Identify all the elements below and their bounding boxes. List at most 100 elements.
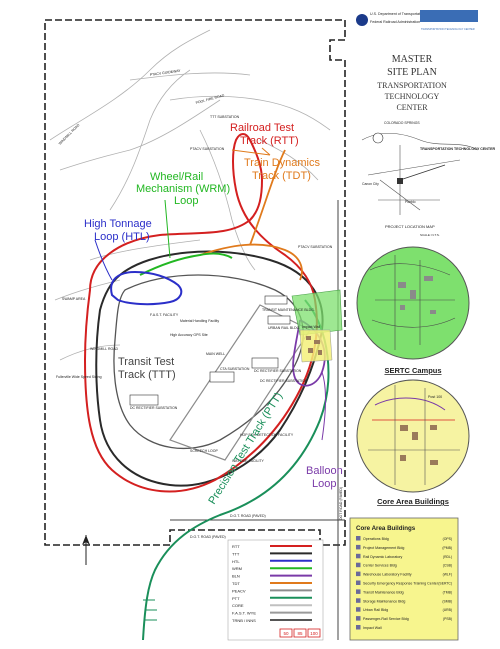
core-buildings-table: Core Area Buildings — [349, 517, 459, 641]
scale-label-3: 100 — [310, 631, 318, 636]
core-zone — [299, 329, 333, 363]
label-windmill-a: WINDMILL ROAD — [58, 123, 81, 146]
balloon-label-line2: Loop — [312, 478, 336, 490]
htl-label-line1: High Tonnage — [84, 218, 152, 230]
rtt-label-line1: Railroad Test — [230, 122, 294, 134]
label-material-handling: Material Handling Facility — [180, 319, 219, 323]
balloon-pointer — [321, 371, 326, 441]
scale-label-1: 50 — [283, 631, 289, 636]
label-hop-box: HOP BOX DETECTION FACILITY — [240, 433, 294, 437]
core-post: Post 100 — [428, 395, 442, 399]
label-swamp-area: SWAMP AREA — [62, 297, 86, 301]
tdt-label-line2: Track (TDT) — [252, 170, 311, 182]
tdt-pointer — [231, 147, 271, 156]
core-building-code: (SERTC) — [438, 582, 452, 586]
dot-header: U.S. Department of Transportation Federa… — [356, 10, 478, 31]
tdt-label-line1: Train Dynamics — [244, 157, 320, 169]
core-building-marker — [356, 536, 361, 541]
core-building-code: (OPS) — [443, 537, 452, 541]
label-dc-rectifier-2: DC RECTIFIER SUBSTATION — [254, 369, 302, 373]
legend-abbr: WRM — [232, 566, 242, 571]
site-boundary — [44, 19, 346, 546]
loc-canon-city: Canon City — [362, 182, 379, 186]
loc-colorado-springs: COLORADO SPRINGS — [384, 121, 420, 125]
ttt-label-line2: Track (TTT) — [118, 369, 176, 381]
sertc-inset: SERTC Campus — [356, 246, 470, 375]
title-line5: CENTER — [396, 103, 428, 112]
wrm-pointer — [164, 199, 171, 259]
label-ptacv-substation-2: PTACV SUBSTATION — [298, 245, 333, 249]
rtt-track — [83, 133, 318, 493]
north-arrow-icon — [82, 535, 90, 565]
core-building-code: (PSB) — [443, 617, 452, 621]
title-line3: TRANSPORTATION — [377, 81, 447, 90]
label-wayside: WAYSIDE FACILITY — [232, 459, 265, 463]
label-ptacv-substation: PTACV SUBSTATION — [190, 147, 225, 151]
legend-abbr: BLN — [232, 574, 240, 579]
core-building-marker — [356, 589, 361, 594]
label-dot-road: D.O.T. ROAD (PAVED) — [230, 514, 266, 518]
scale-label-2: 85 — [297, 631, 303, 636]
loc-caption: PROJECT LOCATION MAP — [385, 224, 435, 229]
wrm-label-line3: Loop — [174, 195, 198, 207]
core-building-name: Transit Maintenance Bldg — [363, 590, 404, 594]
title-line1: MASTER — [392, 54, 433, 65]
core-building-name: Center Services Bldg — [363, 564, 397, 568]
legend-abbr: TTT — [232, 551, 240, 556]
legend-abbr: HTL — [232, 559, 240, 564]
ptt-ties — [143, 599, 157, 621]
core-building-name: Project Management Bldg — [363, 546, 404, 550]
core-building-name: Rail Dynamic Laboratory — [363, 555, 403, 559]
core-building-marker — [356, 580, 361, 585]
ptt-label: Precision Test Track (PTT) — [206, 391, 285, 507]
legend-abbr: PEACV — [232, 588, 246, 593]
wrm-label-line2: Mechanism (WRM) — [136, 183, 230, 195]
balloon-label-line1: Balloon — [306, 465, 343, 477]
legend-abbr: TDT — [232, 581, 240, 586]
location-map: COLORADO SPRINGS TRANSPORTATION TECHNOLO… — [361, 121, 495, 237]
label-dc-rectifier-3: DC RECTIFIER SUBSTATION — [260, 379, 308, 383]
label-cta-substation: CTA SUBSTATION — [220, 367, 250, 371]
label-pool-fire: POOL FIRE ROAD — [195, 93, 225, 105]
label-urban-rail: URBAN RAIL BLDG. — [268, 326, 300, 330]
label-ptacv-guideway: PTACV GUIDEWAY — [150, 69, 182, 77]
core-building-marker — [356, 571, 361, 577]
loc-ttc: TRANSPORTATION TECHNOLOGY CENTER — [420, 147, 495, 151]
loc-pueblo: Pueblo — [405, 200, 416, 204]
legend-abbr: RTT — [232, 544, 240, 549]
core-area-caption: Core Area Buildings — [377, 497, 449, 506]
label-dot-road-2: D.O.T. ROAD (PAVED) — [190, 535, 226, 539]
loc-scale: SCALE: N.T.S. — [420, 233, 440, 237]
core-building-name: Impact Wall — [363, 626, 382, 630]
core-building-code: (RDL) — [443, 555, 452, 559]
label-high-acc-gps: High Accuracy GPS Site — [170, 333, 208, 337]
dot-line2: Federal Railroad Administration — [370, 20, 420, 24]
label-fullerville: Fullerville Wide Speed Siding — [56, 375, 102, 379]
core-buildings — [306, 336, 322, 355]
wrm-track — [139, 252, 233, 276]
core-building-code: (WLF) — [443, 573, 452, 577]
core-table-rows: Operations Bldg (OPS) Project Management B… — [356, 536, 452, 630]
core-building-marker — [356, 607, 361, 612]
core-building-marker — [356, 562, 361, 568]
core-building-code: (PMB) — [442, 546, 452, 550]
legend-abbr: PTT — [232, 596, 240, 601]
background-roads — [49, 29, 331, 361]
core-building-marker — [356, 616, 361, 621]
colorado-springs-icon — [372, 132, 384, 144]
core-building-name: Operations Bldg — [363, 537, 389, 541]
core-building-code: (CSB) — [443, 564, 452, 568]
label-fast-facility: F.A.S.T. FACILITY — [150, 313, 179, 317]
htl-track — [110, 270, 183, 306]
rtt-label-line2: Track (RTT) — [240, 135, 299, 147]
core-building-marker — [356, 625, 361, 630]
ttc-location-marker — [397, 178, 403, 184]
core-building-marker — [356, 553, 361, 559]
dot-line1: U.S. Department of Transportation — [370, 12, 425, 16]
ptt-track — [142, 299, 330, 641]
label-dot-road-3: DOT ROAD (PAVED) — [339, 487, 343, 520]
sertc-caption: SERTC Campus — [384, 366, 441, 375]
